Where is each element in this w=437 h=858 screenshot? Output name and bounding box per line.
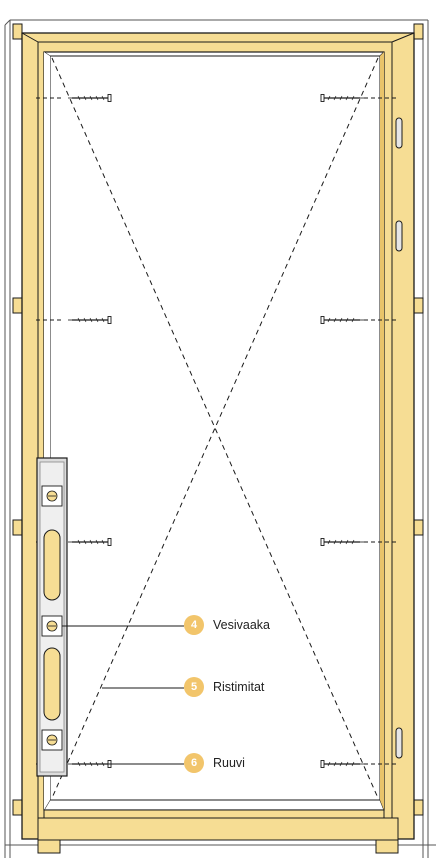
callout-label: Ruuvi bbox=[213, 756, 245, 770]
callout-number-badge: 4 bbox=[184, 615, 204, 635]
callout-cross-measure: 5 Ristimitat bbox=[184, 676, 264, 698]
callout-label: Ristimitat bbox=[213, 680, 265, 694]
wall-opening bbox=[4, 19, 436, 858]
hinges bbox=[395, 117, 403, 759]
callout-level: 4 Vesivaaka bbox=[184, 614, 270, 636]
callout-number-badge: 6 bbox=[184, 753, 204, 773]
callout-screw: 6 Ruuvi bbox=[184, 752, 245, 774]
door-frame bbox=[21, 32, 415, 854]
callout-leaders bbox=[62, 625, 184, 765]
callout-number-badge: 5 bbox=[184, 677, 204, 697]
callout-label: Vesivaaka bbox=[213, 618, 270, 632]
spirit-level bbox=[36, 457, 68, 777]
